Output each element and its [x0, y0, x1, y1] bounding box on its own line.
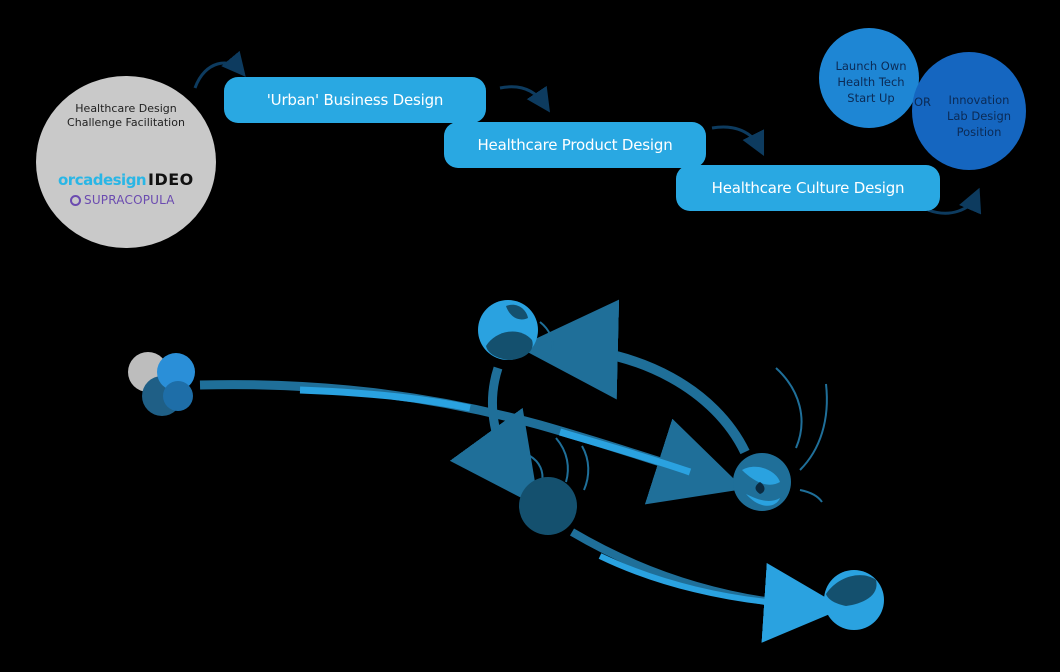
planet-right-landmass — [742, 466, 780, 485]
dark-node — [519, 477, 577, 535]
motion-line — [775, 367, 803, 449]
partner-title-line1: Healthcare Design — [75, 102, 177, 115]
motion-line — [555, 437, 569, 483]
planet-right-landmass — [755, 482, 765, 494]
or-label: OR — [914, 95, 932, 109]
partner-title-line2: Challenge Facilitation — [67, 116, 185, 129]
motion-line — [581, 445, 590, 491]
supracopula-logo: SUPRACOPULA — [84, 193, 175, 207]
motion-line — [799, 489, 823, 503]
ideo-logo: IDEO — [148, 170, 194, 189]
flow-path-lower-highlight — [598, 553, 791, 607]
partner-circle: Healthcare Design Challenge Facilitation… — [36, 76, 216, 248]
motion-line — [799, 383, 828, 471]
flow-path-main — [199, 380, 745, 505]
stage-label: 'Urban' Business Design — [266, 91, 444, 109]
outcome-innovation-lab-circle — [912, 52, 1026, 170]
supracopula-mark-icon — [70, 195, 81, 206]
connector-arrow-3 — [711, 125, 765, 157]
outcome-innovation-line: Innovation — [948, 93, 1010, 107]
outcome-innovation-line: Lab Design — [946, 109, 1012, 123]
outcome-startup-text: Launch Own Health Tech Start Up — [824, 58, 918, 106]
connector-arrow-1 — [193, 50, 246, 89]
orcadesign-logo: orcadesign — [58, 171, 147, 189]
flow-path-return — [518, 299, 750, 455]
stage-label: Healthcare Culture Design — [711, 179, 905, 197]
motion-line — [539, 321, 554, 351]
stage-healthcare-product-design: Healthcare Product Design — [444, 122, 706, 168]
outcome-startup-line: Health Tech — [837, 75, 905, 89]
origin-blue-circle — [157, 353, 195, 391]
partner-title: Healthcare Design Challenge Facilitation — [36, 102, 216, 130]
connector-arrow-4 — [927, 187, 982, 215]
outcome-startup-line: Launch Own — [835, 59, 907, 73]
connector-arrow-2 — [499, 85, 550, 113]
outcome-startup-circle — [819, 28, 919, 128]
planet-right-landmass — [746, 494, 780, 506]
outcome-innovation-line: Position — [956, 125, 1002, 139]
origin-light-circle — [163, 381, 193, 411]
flow-path-lower — [569, 528, 844, 643]
stage-healthcare-culture-design: Healthcare Culture Design — [676, 165, 940, 211]
planet-bottom-right-landmass — [826, 575, 877, 606]
stage-label: Healthcare Product Design — [477, 136, 673, 154]
stage-urban-business-design: 'Urban' Business Design — [224, 77, 486, 123]
outcome-startup-line: Start Up — [847, 91, 895, 105]
planet-top-landmass — [506, 304, 528, 320]
planet-top-landmass — [486, 331, 533, 360]
flow-path-main-highlight — [299, 386, 692, 476]
flow-path-down — [449, 366, 540, 508]
outcome-innovation-text: Innovation Lab Design Position — [934, 92, 1024, 140]
